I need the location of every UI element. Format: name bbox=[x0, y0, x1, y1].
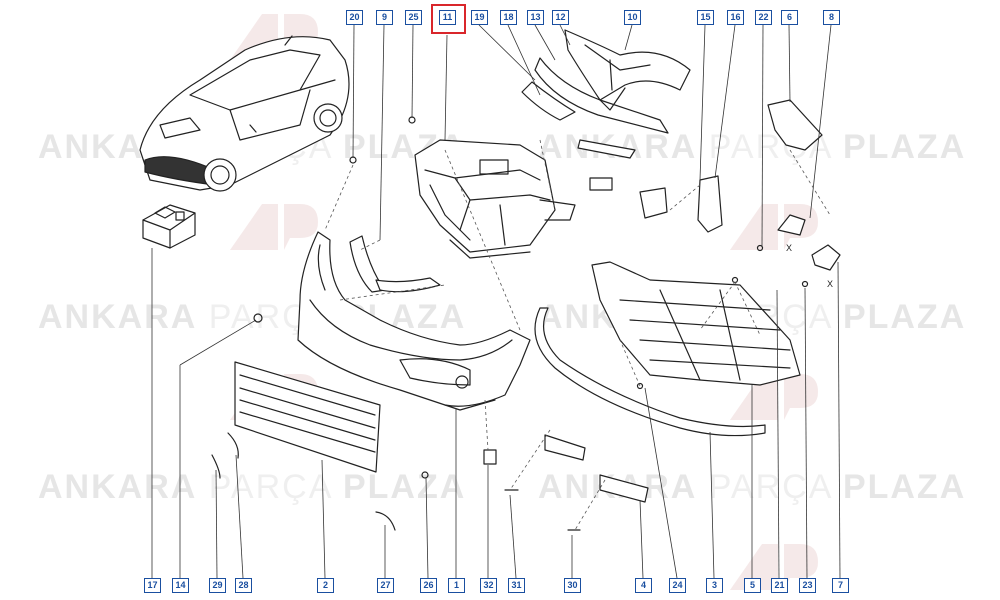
watermark-logo bbox=[230, 204, 318, 250]
part-label[interactable]: 25 bbox=[405, 10, 422, 25]
leader-lines bbox=[151, 24, 841, 579]
part-label[interactable]: 10 bbox=[624, 10, 641, 25]
part-grille-carrier bbox=[414, 139, 576, 259]
highlight-box bbox=[431, 4, 466, 34]
part-label[interactable]: 8 bbox=[823, 10, 840, 25]
part-label[interactable]: 14 bbox=[172, 578, 189, 593]
marker-x: X bbox=[786, 243, 792, 253]
part-label[interactable]: 16 bbox=[727, 10, 744, 25]
part-label[interactable]: 12 bbox=[552, 10, 569, 25]
part-label[interactable]: 18 bbox=[500, 10, 517, 25]
part-label[interactable]: 23 bbox=[799, 578, 816, 593]
watermark-logo bbox=[730, 204, 818, 250]
part-label[interactable]: 24 bbox=[669, 578, 686, 593]
part-label[interactable]: 3 bbox=[706, 578, 723, 593]
car-illustration bbox=[139, 35, 350, 192]
part-grille-strips bbox=[521, 57, 669, 191]
dashed-guides bbox=[324, 139, 831, 531]
part-label[interactable]: 7 bbox=[832, 578, 849, 593]
part-label[interactable]: 1 bbox=[448, 578, 465, 593]
part-label[interactable]: 20 bbox=[346, 10, 363, 25]
part-label[interactable]: 30 bbox=[564, 578, 581, 593]
part-brackets bbox=[639, 99, 841, 271]
part-label[interactable]: 28 bbox=[235, 578, 252, 593]
part-emblem-grille bbox=[564, 29, 691, 111]
part-label[interactable]: 32 bbox=[480, 578, 497, 593]
part-label[interactable]: 31 bbox=[508, 578, 525, 593]
part-label[interactable]: 4 bbox=[635, 578, 652, 593]
part-clips bbox=[211, 116, 809, 531]
part-label[interactable]: 22 bbox=[755, 10, 772, 25]
part-tool-kit bbox=[142, 204, 196, 249]
part-label-highlighted[interactable]: 11 bbox=[439, 10, 456, 25]
part-label[interactable]: 26 bbox=[420, 578, 437, 593]
part-spoiler-trim bbox=[349, 235, 441, 293]
part-label[interactable]: 29 bbox=[209, 578, 226, 593]
part-label[interactable]: 19 bbox=[471, 10, 488, 25]
part-label[interactable]: 9 bbox=[376, 10, 393, 25]
part-bumper-cover bbox=[297, 231, 531, 411]
part-absorbers bbox=[544, 434, 649, 503]
part-label[interactable]: 5 bbox=[744, 578, 761, 593]
part-label[interactable]: 15 bbox=[697, 10, 714, 25]
part-label[interactable]: 13 bbox=[527, 10, 544, 25]
part-label[interactable]: 2 bbox=[317, 578, 334, 593]
part-label[interactable]: 21 bbox=[771, 578, 788, 593]
part-label[interactable]: 17 bbox=[144, 578, 161, 593]
part-lower-grille bbox=[234, 361, 381, 473]
part-label[interactable]: 27 bbox=[377, 578, 394, 593]
part-lower-lip bbox=[534, 307, 766, 437]
part-under-tray bbox=[591, 261, 801, 386]
marker-x: X bbox=[827, 279, 833, 289]
part-label[interactable]: 6 bbox=[781, 10, 798, 25]
